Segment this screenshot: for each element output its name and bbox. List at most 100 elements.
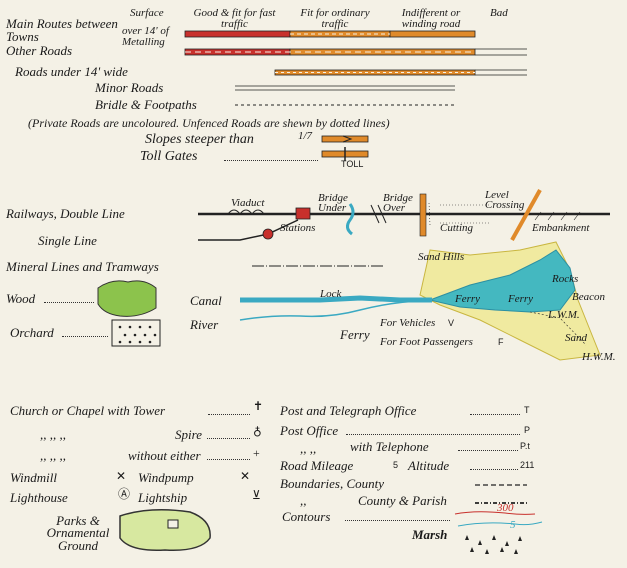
county-parish-label: County & Parish bbox=[358, 493, 447, 508]
contour-5-value: 5 bbox=[510, 519, 516, 531]
orchard-swatch bbox=[111, 319, 161, 347]
slope-arrow-swatch bbox=[321, 135, 369, 143]
altitude-label: Altitude bbox=[408, 458, 450, 473]
slopes-ratio: 1/7 bbox=[298, 130, 313, 142]
post-telegraph-code: T bbox=[524, 405, 530, 415]
post-telegraph-label: Post and Telegraph Office bbox=[280, 403, 417, 418]
post-telegraph-leader bbox=[470, 414, 520, 415]
narrow-road-swatch bbox=[274, 69, 527, 76]
parks-label: Parks & Ornamental Ground bbox=[46, 513, 110, 553]
church-plain-icon: + bbox=[253, 446, 260, 460]
wood-label: Wood bbox=[6, 291, 36, 306]
toll-gates-label: Toll Gates bbox=[140, 149, 198, 164]
windpump-label: Windpump bbox=[138, 470, 194, 485]
without-leader bbox=[207, 459, 250, 460]
toll-leader bbox=[224, 160, 318, 161]
bridle-paths-label: Bridle & Footpaths bbox=[95, 97, 197, 112]
altitude-value: 211 bbox=[520, 460, 535, 470]
orchard-leader bbox=[62, 336, 108, 337]
contours-leader bbox=[345, 520, 450, 521]
viaduct-label: Viaduct bbox=[231, 197, 265, 209]
contour-300-value: 300 bbox=[497, 502, 514, 514]
windpump-icon: ✕ bbox=[240, 469, 251, 483]
spire-leader bbox=[207, 438, 250, 439]
with-telephone-code: P.t bbox=[520, 441, 530, 451]
railway-single-label: Single Line bbox=[38, 233, 97, 248]
rocks-label: Rocks bbox=[552, 273, 579, 285]
church-tower-label: Church or Chapel with Tower bbox=[10, 403, 166, 418]
with-telephone-prefix: ,, ,, bbox=[300, 441, 317, 456]
marsh-swatch bbox=[465, 535, 522, 554]
level-crossing-label: Level Crossing bbox=[485, 189, 525, 212]
railway-double-label: Railways, Double Line bbox=[6, 206, 125, 221]
toll-sign: TOLL bbox=[341, 159, 364, 169]
other-road-swatch bbox=[184, 48, 527, 56]
minor-road-swatch bbox=[235, 85, 455, 91]
contours-label: Contours bbox=[282, 509, 331, 524]
post-office-label: Post Office bbox=[280, 423, 339, 438]
marsh-label: Marsh bbox=[412, 527, 448, 542]
main-routes-label: Main Routes between Towns bbox=[6, 16, 118, 44]
ferry-vehicles-symbol: V bbox=[448, 318, 455, 328]
for-foot-label: For Foot Passengers bbox=[380, 336, 473, 348]
bridge-over-label: Bridge Over bbox=[383, 192, 413, 215]
windmill-icon: ✕ bbox=[116, 469, 127, 483]
column-bad-label: Bad bbox=[490, 7, 508, 19]
contour-red-swatch bbox=[454, 511, 536, 515]
lightship-icon: ⊻ bbox=[252, 488, 261, 502]
lighthouse-label: Lighthouse bbox=[10, 490, 68, 505]
embankment-label: Embankment bbox=[532, 222, 590, 234]
lwm-label: L.W.M. bbox=[548, 309, 580, 321]
column-fit-label: Fit for ordinary traffic bbox=[300, 7, 370, 30]
without-prefix: ,, ,, ,, bbox=[40, 448, 66, 463]
altitude-leader bbox=[470, 469, 518, 470]
road-mileage-label: Road Mileage bbox=[280, 458, 354, 473]
parks-swatch bbox=[119, 509, 211, 551]
over-14-label: over 14' of Metalling bbox=[122, 25, 169, 48]
ferry-area-label-1: Ferry bbox=[455, 293, 481, 305]
windmill-label: Windmill bbox=[10, 470, 57, 485]
slopes-label: Slopes steeper than bbox=[145, 132, 254, 147]
spire-label: Spire bbox=[175, 427, 202, 442]
minor-roads-label: Minor Roads bbox=[95, 80, 164, 95]
lightship-label: Lightship bbox=[138, 490, 188, 505]
mineral-lines-label: Mineral Lines and Tramways bbox=[6, 259, 159, 274]
spire-prefix: ,, ,, ,, bbox=[40, 427, 66, 442]
contour-blue-swatch bbox=[457, 521, 543, 527]
with-telephone-leader bbox=[458, 450, 518, 451]
column-surface-label: Surface bbox=[130, 7, 164, 19]
lighthouse-icon: Ⓐ bbox=[118, 487, 131, 501]
ferry-label: Ferry bbox=[340, 327, 370, 342]
wood-swatch bbox=[97, 280, 157, 317]
bridge-under-label: Bridge Under bbox=[318, 192, 348, 215]
private-roads-note: (Private Roads are uncoloured. Unfenced … bbox=[28, 116, 390, 130]
post-office-code: P bbox=[524, 425, 531, 435]
river-swatch bbox=[239, 299, 433, 321]
orchard-label: Orchard bbox=[10, 325, 54, 340]
for-vehicles-label: For Vehicles bbox=[380, 317, 436, 329]
lock-label: Lock bbox=[320, 288, 342, 300]
main-route-road-swatch bbox=[184, 30, 476, 38]
roads-under-14-label: Roads under 14' wide bbox=[15, 64, 128, 79]
sand-hills-label: Sand Hills bbox=[418, 251, 465, 263]
with-telephone-label: with Telephone bbox=[350, 439, 429, 454]
toll-gate-swatch bbox=[321, 147, 369, 161]
river-label: River bbox=[190, 317, 219, 332]
without-label: without either bbox=[128, 448, 201, 463]
county-parish-prefix: ,, bbox=[300, 493, 307, 508]
column-indifferent-label: Indifferent or winding road bbox=[401, 7, 461, 30]
sand-label: Sand bbox=[565, 332, 587, 344]
other-roads-label: Other Roads bbox=[6, 43, 73, 58]
church-spire-icon: ♁ bbox=[253, 424, 262, 438]
wood-leader bbox=[44, 302, 94, 303]
road-mileage-value: 5 bbox=[393, 460, 399, 470]
column-good-label: Good & fit for fast traffic bbox=[193, 7, 276, 30]
boundaries-label: Boundaries, County bbox=[280, 476, 384, 491]
church-tower-leader bbox=[208, 414, 250, 415]
double-line-railway bbox=[198, 189, 610, 241]
ferry-foot-symbol: F bbox=[498, 337, 504, 347]
church-tower-icon: ✝ bbox=[253, 399, 264, 413]
ferry-area-label-2: Ferry bbox=[508, 293, 534, 305]
single-line-railway bbox=[198, 219, 299, 241]
